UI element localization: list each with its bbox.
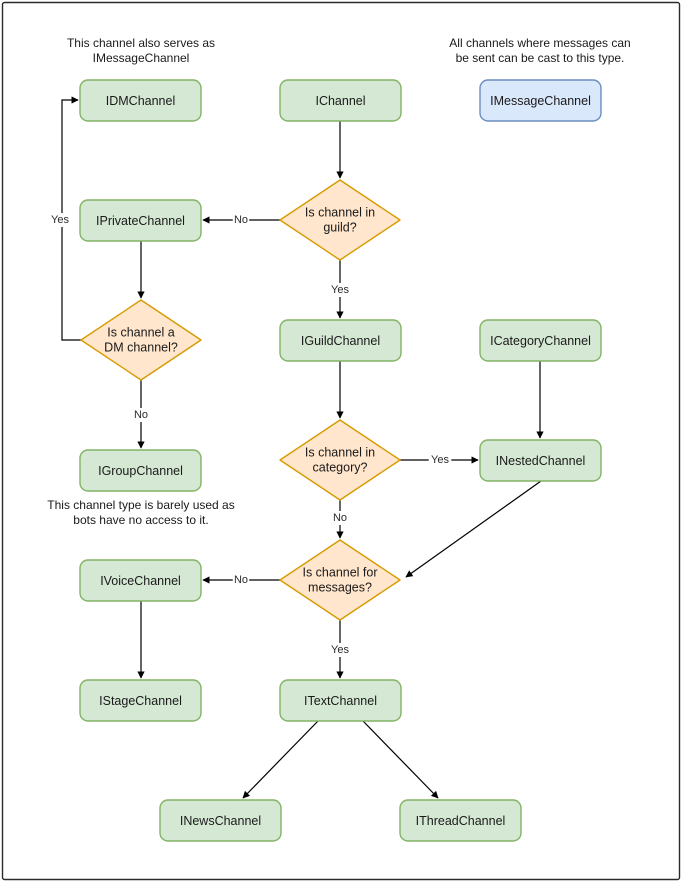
- imessage-channel-label: IMessageChannel: [490, 94, 591, 108]
- inested-channel-label: INestedChannel: [496, 454, 586, 468]
- is-channel-dm-shape[interactable]: [80, 299, 202, 381]
- annotation-group-line-0: This channel type is barely used as: [47, 498, 234, 512]
- edge-edge-guild-q-yes-guild: Yes: [328, 260, 352, 319]
- edge-guild-q-no-private-label-bg: [232, 213, 250, 227]
- iguild-channel-shape[interactable]: [279, 319, 402, 362]
- node-imessage-channel[interactable]: IMessageChannel: [479, 79, 602, 122]
- icategory-channel-label: ICategoryChannel: [490, 334, 591, 348]
- edge-dm-q-no-group-label-bg: [132, 408, 150, 422]
- annotations-layer: This channel also serves asIMessageChann…: [47, 36, 630, 527]
- edge-guild-q-yes-guild-label-bg: [328, 283, 352, 297]
- ichannel-shape[interactable]: [279, 79, 402, 122]
- is-channel-in-guild-label: guild?: [323, 221, 356, 235]
- igroup-channel-label: IGroupChannel: [98, 464, 183, 478]
- node-iprivate-channel[interactable]: IPrivateChannel: [79, 199, 202, 242]
- igroup-channel-shape[interactable]: [79, 449, 202, 492]
- annotation-message-line-1: be sent can be cast to this type.: [456, 51, 625, 65]
- edge-edge-text-to-thread: [362, 720, 439, 799]
- edge-edge-dm-q-yes-idm: Yes: [48, 96, 81, 341]
- edge-text-to-thread-line: [362, 720, 439, 799]
- edge-edge-messages-q-no-voice: No: [202, 573, 280, 587]
- edge-category-q-no-messages-q-label-bg: [331, 511, 349, 525]
- annotation-group-line-1: bots have no access to it.: [73, 513, 208, 527]
- edge-category-q-no-messages-q-label: No: [333, 512, 347, 524]
- node-is-channel-dm[interactable]: Is channel aDM channel?: [80, 299, 202, 381]
- is-channel-in-category-shape[interactable]: [279, 419, 401, 501]
- annotation-message-line-0: All channels where messages can: [449, 36, 630, 50]
- edge-dm-q-yes-idm-label: Yes: [51, 214, 69, 226]
- edge-messages-q-yes-text-label-bg: [328, 643, 352, 657]
- node-ivoice-channel[interactable]: IVoiceChannel: [79, 559, 202, 602]
- node-igroup-channel[interactable]: IGroupChannel: [79, 449, 202, 492]
- edge-edge-category-q-no-messages-q: No: [331, 500, 349, 539]
- inews-channel-label: INewsChannel: [180, 814, 261, 828]
- idm-channel-label: IDMChannel: [106, 94, 175, 108]
- is-channel-for-messages-label: Is channel for: [302, 566, 377, 580]
- istage-channel-label: IStageChannel: [99, 694, 182, 708]
- edge-category-q-yes-nested-label: Yes: [431, 454, 449, 466]
- node-icategory-channel[interactable]: ICategoryChannel: [479, 319, 602, 362]
- istage-channel-shape[interactable]: [79, 679, 202, 722]
- node-inested-channel[interactable]: INestedChannel: [479, 439, 602, 482]
- iprivate-channel-shape[interactable]: [79, 199, 202, 242]
- edge-text-to-news-line: [242, 720, 319, 799]
- annotation-dm: This channel also serves asIMessageChann…: [67, 36, 215, 65]
- edge-guild-q-yes-guild-label: Yes: [331, 284, 349, 296]
- edge-dm-q-yes-idm-label-bg: [48, 213, 72, 227]
- edge-edge-nested-to-messages-q: [405, 480, 542, 578]
- edge-edge-messages-q-yes-text: Yes: [328, 620, 352, 679]
- ichannel-label: IChannel: [315, 94, 365, 108]
- edge-messages-q-yes-text-label: Yes: [331, 644, 349, 656]
- edge-edge-text-to-news: [242, 720, 319, 799]
- node-ithread-channel[interactable]: IThreadChannel: [399, 799, 522, 842]
- edge-dm-q-no-group-label: No: [134, 409, 148, 421]
- annotation-dm-line-0: This channel also serves as: [67, 36, 215, 50]
- edge-category-q-yes-nested-label-bg: [428, 453, 452, 467]
- node-istage-channel[interactable]: IStageChannel: [79, 679, 202, 722]
- is-channel-in-guild-shape[interactable]: [279, 179, 401, 261]
- edge-guild-q-no-private-label: No: [234, 214, 248, 226]
- iprivate-channel-label: IPrivateChannel: [96, 214, 185, 228]
- is-channel-for-messages-label: messages?: [308, 581, 372, 595]
- edge-edge-guild-q-no-private: No: [202, 213, 280, 227]
- is-channel-dm-label: DM channel?: [104, 341, 178, 355]
- node-itext-channel[interactable]: ITextChannel: [279, 679, 402, 722]
- itext-channel-shape[interactable]: [279, 679, 402, 722]
- annotation-group: This channel type is barely used asbots …: [47, 498, 234, 527]
- node-idm-channel[interactable]: IDMChannel: [79, 79, 202, 122]
- node-ichannel[interactable]: IChannel: [279, 79, 402, 122]
- inews-channel-shape[interactable]: [159, 799, 282, 842]
- annotation-dm-line-1: IMessageChannel: [93, 51, 190, 65]
- is-channel-for-messages-shape[interactable]: [279, 539, 401, 621]
- itext-channel-label: ITextChannel: [304, 694, 377, 708]
- is-channel-in-category-label: category?: [313, 461, 368, 475]
- is-channel-in-guild-label: Is channel in: [305, 206, 375, 220]
- edge-nested-to-messages-q-line: [405, 480, 542, 578]
- ivoice-channel-label: IVoiceChannel: [100, 574, 181, 588]
- ithread-channel-label: IThreadChannel: [416, 814, 506, 828]
- ivoice-channel-shape[interactable]: [79, 559, 202, 602]
- node-inews-channel[interactable]: INewsChannel: [159, 799, 282, 842]
- icategory-channel-shape[interactable]: [479, 319, 602, 362]
- imessage-channel-shape[interactable]: [479, 79, 602, 122]
- edge-messages-q-no-voice-label: No: [234, 574, 248, 586]
- edge-edge-category-q-yes-nested: Yes: [400, 453, 479, 467]
- ithread-channel-shape[interactable]: [399, 799, 522, 842]
- edge-edge-dm-q-no-group: No: [132, 380, 150, 449]
- node-iguild-channel[interactable]: IGuildChannel: [279, 319, 402, 362]
- iguild-channel-label: IGuildChannel: [301, 334, 380, 348]
- idm-channel-shape[interactable]: [79, 79, 202, 122]
- nodes-layer: IDMChannel IChannel IMessageChannelIPrivat…: [79, 79, 602, 842]
- is-channel-in-category-label: Is channel in: [305, 446, 375, 460]
- is-channel-dm-label: Is channel a: [107, 326, 174, 340]
- inested-channel-shape[interactable]: [479, 439, 602, 482]
- edge-messages-q-no-voice-label-bg: [232, 573, 250, 587]
